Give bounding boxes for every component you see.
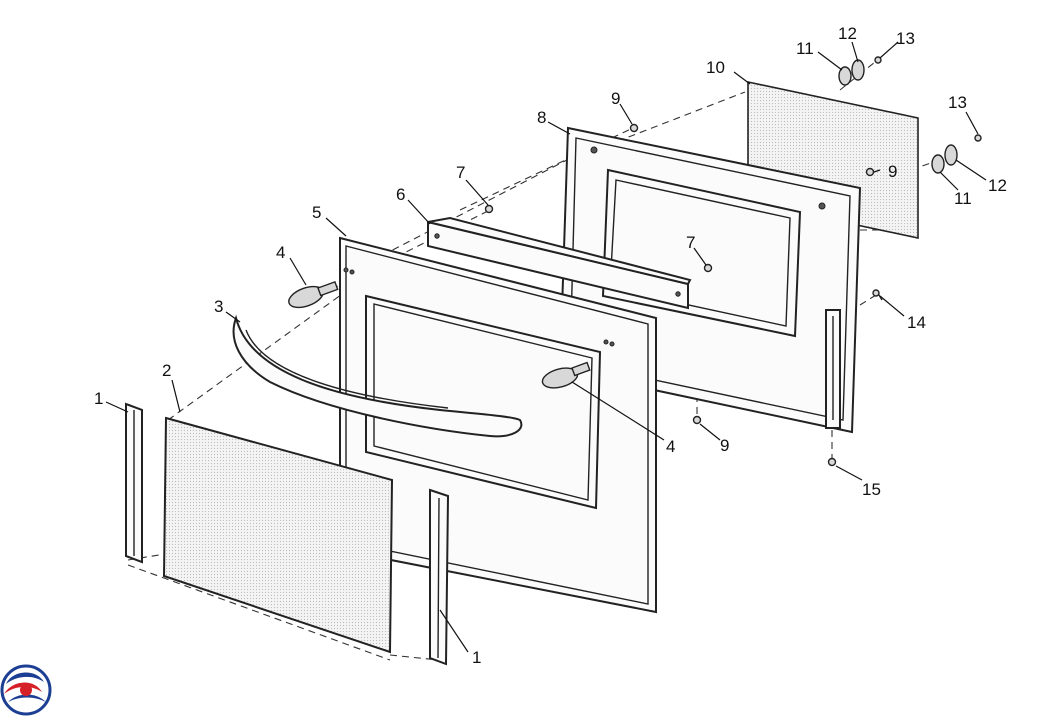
leader-lines <box>105 41 987 653</box>
handle-end-cap-right <box>541 361 591 389</box>
door-spacer-channel <box>427 216 692 310</box>
label-part-11-right: 11 <box>954 189 972 208</box>
label-part-7-lower: 7 <box>686 233 695 252</box>
label-part-3: 3 <box>214 297 223 316</box>
label-part-8: 8 <box>537 108 546 127</box>
screw-9-top <box>629 123 639 133</box>
label-part-12-top: 12 <box>838 24 857 43</box>
label-part-9-right: 9 <box>888 162 897 181</box>
label-part-10: 10 <box>706 58 725 77</box>
screw-15 <box>827 457 837 467</box>
label-part-9-top: 9 <box>611 89 620 108</box>
callout-labels: 1 1 2 3 4 4 5 6 7 7 8 9 9 9 10 11 11 12 … <box>94 24 1007 667</box>
label-part-13-top: 13 <box>896 29 915 48</box>
label-part-14: 14 <box>907 313 926 332</box>
side-trim-left <box>125 402 143 564</box>
label-part-4-left: 4 <box>276 243 285 262</box>
label-part-2: 2 <box>162 361 171 380</box>
handle-end-cap-left <box>288 280 339 309</box>
label-part-7-upper: 7 <box>456 163 465 182</box>
screw-7-lower <box>703 263 713 273</box>
label-part-1-left: 1 <box>94 389 103 408</box>
screw-9-bottom <box>692 415 702 425</box>
brand-swirl-logo <box>0 664 52 716</box>
screw-14 <box>872 289 883 301</box>
label-part-5: 5 <box>312 203 321 222</box>
door-glass <box>162 416 394 654</box>
knob-11-right <box>931 154 945 174</box>
side-trim-right <box>429 488 450 666</box>
knob-12-top <box>851 59 865 81</box>
knob-11-top <box>838 66 852 86</box>
label-part-12-right: 12 <box>988 176 1007 195</box>
screw-7-upper <box>484 204 494 214</box>
screw-9-right <box>865 167 875 177</box>
label-part-11-top: 11 <box>796 39 814 58</box>
door-handle <box>232 314 523 438</box>
label-part-13-right: 13 <box>948 93 967 112</box>
label-part-9-bottom: 9 <box>720 436 729 455</box>
label-part-1-right: 1 <box>472 648 481 667</box>
label-part-15: 15 <box>862 480 881 499</box>
screw-13-top <box>874 56 882 64</box>
knob-12-right <box>944 144 958 166</box>
label-part-6: 6 <box>396 185 405 204</box>
screw-13-right <box>974 134 982 142</box>
label-part-4-right: 4 <box>666 437 675 456</box>
